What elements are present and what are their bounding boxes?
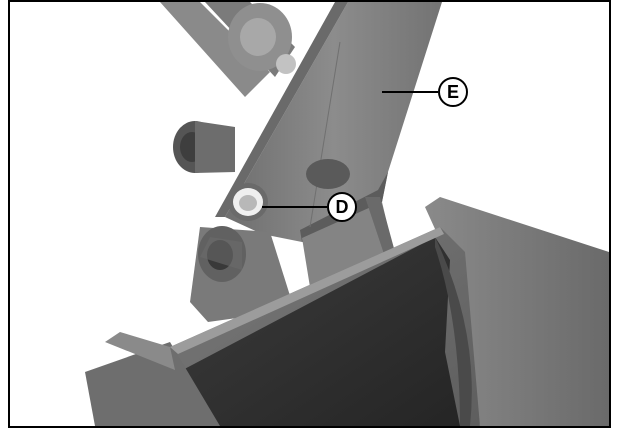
- bucket-link-plate: [190, 226, 292, 322]
- arm-side-pin-boss: [173, 121, 235, 173]
- callout-d: D: [262, 192, 357, 222]
- callout-e-circle: [438, 77, 468, 107]
- figure-frame: E D: [8, 0, 611, 428]
- bushing-d: [228, 183, 268, 221]
- callout-e: E: [382, 77, 468, 107]
- upper-link-arms: [160, 2, 296, 97]
- bucket: [85, 197, 609, 426]
- callout-d-circle: [327, 192, 357, 222]
- excavator-bucket-linkage-illustration: E D: [85, 2, 609, 426]
- callout-d-label: D: [336, 197, 349, 217]
- arm-inner-boss: [306, 159, 350, 189]
- callout-e-label: E: [447, 82, 459, 102]
- dipper-arm-e: [215, 2, 442, 242]
